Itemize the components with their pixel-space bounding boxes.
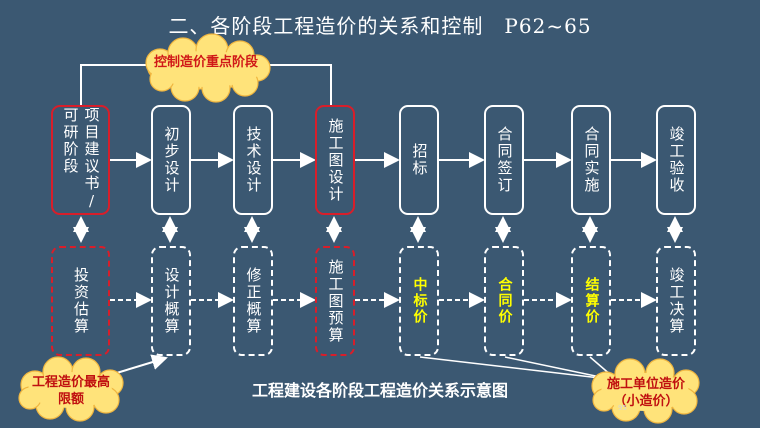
cost-box-drawing-budget: 施工图预算 [315, 246, 355, 356]
cost-box-final-account: 竣工决算 [656, 246, 696, 356]
stage-box-bidding: 招标 [399, 105, 439, 215]
stage-box-contract-signing: 合同签订 [484, 105, 524, 215]
cost-box-revised-estimate: 修正概算 [233, 246, 273, 356]
stage-box-preliminary-design: 初步设计 [151, 105, 191, 215]
pointer-arrow-upper-limit [109, 354, 168, 376]
cloud-key-stage [145, 33, 271, 103]
cloud-upper-limit [18, 356, 124, 422]
pointer-line-2 [504, 356, 606, 379]
cloud-contractor [591, 358, 700, 424]
page-title: 二、各阶段工程造价的关系和控制 P62~65 [168, 14, 592, 38]
stage-box-proposal: 项目建议书/可研阶段 [51, 105, 110, 215]
cost-box-design-estimate: 设计概算 [151, 246, 191, 356]
pointer-line-1 [419, 356, 601, 379]
stage-box-technical-design: 技术设计 [233, 105, 273, 215]
page-number: 95 [618, 404, 627, 412]
cost-box-contract-price: 合同价 [484, 246, 524, 356]
diagram-caption: 工程建设各阶段工程造价关系示意图 [251, 381, 508, 400]
stage-box-completion-acceptance: 竣工验收 [656, 105, 696, 215]
cost-box-winning-bid-price: 中标价 [399, 246, 439, 356]
stage-box-contract-execution: 合同实施 [571, 105, 611, 215]
cost-box-settlement-price: 结算价 [571, 246, 611, 356]
callout-key-stage: 控制造价重点阶段 [154, 55, 259, 70]
stage-box-construction-drawing: 施工图设计 [315, 105, 355, 215]
callout-upper-limit: 工程造价最高限额 [31, 375, 110, 407]
callout-contractor-price: 施工单位造价（小造价） [606, 377, 685, 409]
cost-box-investment-estimate: 投资估算 [51, 246, 110, 356]
